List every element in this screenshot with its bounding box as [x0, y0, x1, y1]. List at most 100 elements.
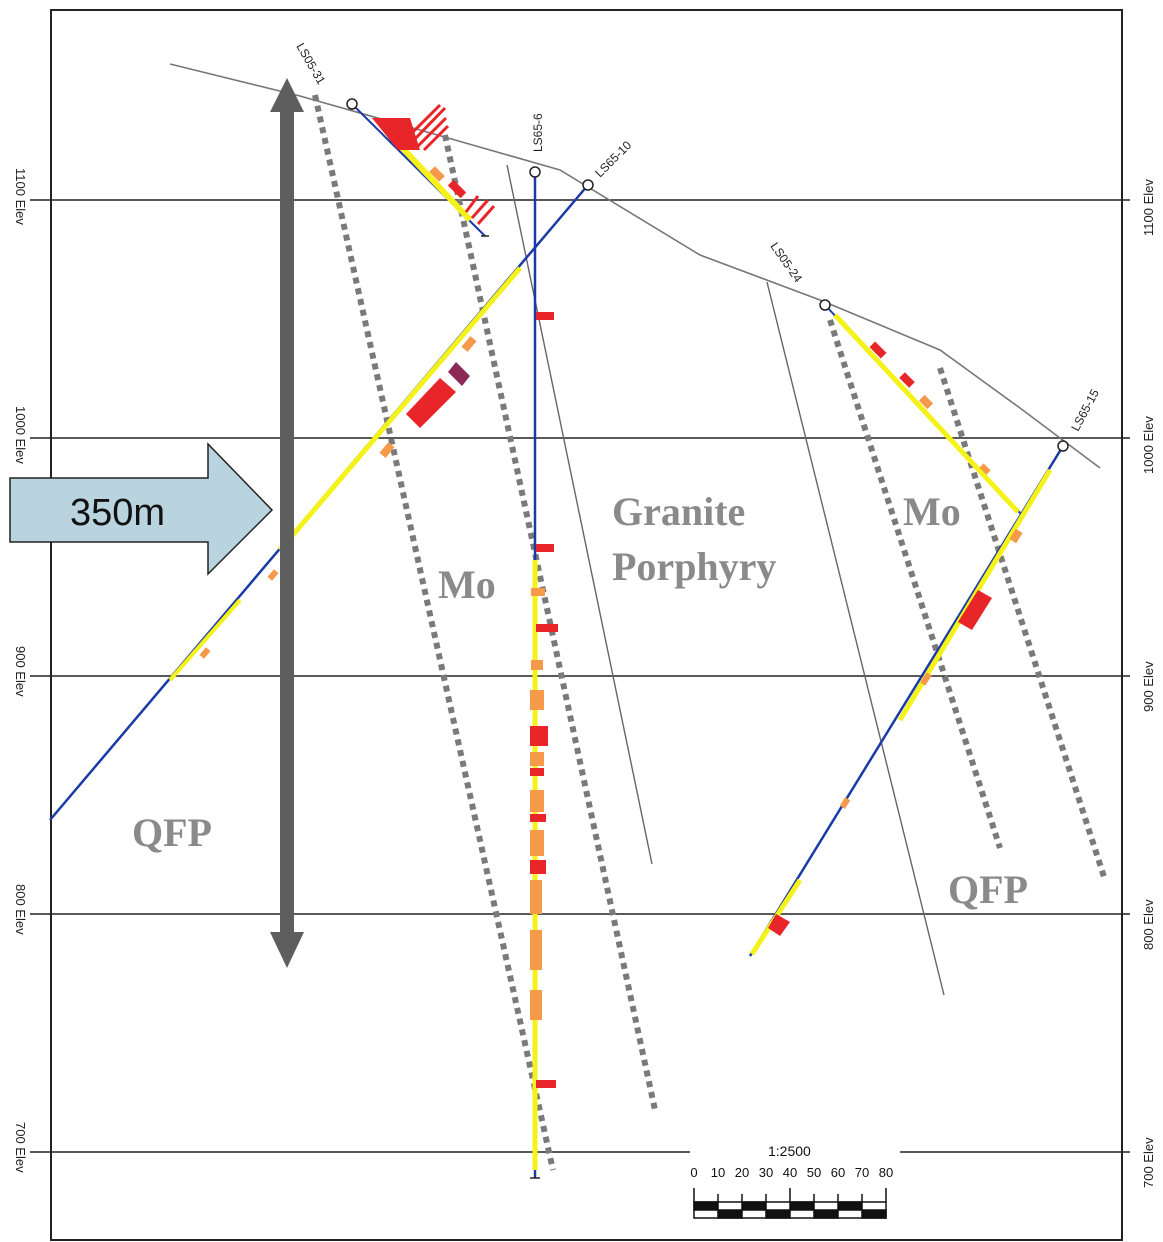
- scale-tick-80: 80: [879, 1165, 893, 1180]
- ls65-6-orange-9: [530, 990, 542, 1020]
- ls65-6-orange-2: [531, 660, 543, 670]
- scale-tick-labels: 0 10 20 30 40 50 60 70 80: [690, 1165, 893, 1180]
- scale-tick-10: 10: [711, 1165, 725, 1180]
- ls65-6-red-3: [536, 624, 558, 632]
- ls65-6-red-6: [530, 814, 546, 822]
- elev-label-right-800: 800 Elev: [1141, 899, 1156, 950]
- ls65-6-collar-icon: [529, 166, 541, 178]
- ls65-6-red-2: [536, 544, 554, 552]
- ls05-31-grade-red-block: [372, 118, 420, 150]
- ls65-10-orange-1: [379, 442, 395, 458]
- thickness-arrow-head-bottom: [270, 932, 304, 968]
- ls65-6-orange-3: [530, 690, 544, 710]
- granite-contact-west: [506, 164, 653, 865]
- mo-label-left: Mo: [438, 562, 496, 607]
- section-frame: [50, 9, 1123, 1241]
- elev-label-left-900: 900 Elev: [13, 646, 28, 697]
- mo-boundary-4: [937, 367, 1108, 881]
- ls65-6-red-1: [536, 312, 554, 320]
- ls65-10-orange-3: [267, 569, 279, 581]
- scale-tick-60: 60: [831, 1165, 845, 1180]
- qfp-label-left: QFP: [132, 810, 212, 855]
- ls65-6-orange-8: [530, 930, 542, 970]
- topography-line: [169, 63, 1101, 469]
- drillhole-ls65-10: LS65-10: [49, 138, 634, 821]
- ls65-6-red-8: [536, 1080, 556, 1088]
- ls65-6-orange-7: [530, 880, 542, 914]
- mo-boundary-2: [442, 134, 658, 1111]
- elev-label-left-1100: 1100 Elev: [13, 168, 28, 225]
- scale-ratio: 1:2500: [768, 1143, 811, 1159]
- ls05-24-orange-2: [979, 463, 991, 475]
- callout-arrow-shape: [9, 442, 274, 576]
- drillhole-ls65-6: LS65-6: [529, 113, 558, 1179]
- scale-tick-40: 40: [783, 1165, 797, 1180]
- ls65-15-orange-3: [839, 797, 851, 809]
- thickness-arrow-shaft: [280, 112, 294, 932]
- ls05-24-red-1: [869, 341, 887, 359]
- mo-boundary-1: [312, 94, 556, 1171]
- ls05-24-red-2: [899, 372, 915, 388]
- scale-tick-30: 30: [759, 1165, 773, 1180]
- elev-label-right-700: 700 Elev: [1141, 1137, 1156, 1188]
- contact-lines: [506, 164, 945, 996]
- ls65-15-collar-icon: [1057, 440, 1069, 452]
- left-elevation-labels: 1100 Elev 1000 Elev 900 Elev 800 Elev 70…: [13, 168, 28, 1173]
- ls65-6-orange-5: [530, 790, 544, 812]
- qfp-label-right: QFP: [948, 867, 1028, 912]
- ls65-6-orange-6: [530, 830, 544, 856]
- granite-contact-east: [766, 281, 945, 996]
- elev-label-right-900: 900 Elev: [1141, 661, 1156, 712]
- ls05-31-collar-icon: [346, 98, 358, 110]
- granite-porphyry-label-line1: Granite: [612, 489, 745, 534]
- elev-label-left-1000: 1000 Elev: [13, 406, 28, 464]
- granite-porphyry-label-line2: Porphyry: [612, 544, 776, 589]
- ls65-6-red-7: [530, 860, 546, 874]
- ls65-6-red-4: [530, 726, 548, 746]
- mo-zone-boundaries: [312, 94, 1108, 1171]
- ls65-10-orange-4: [199, 647, 211, 659]
- ls65-10-grade-yellow-2: [168, 598, 242, 682]
- ls65-6-orange-1: [531, 588, 545, 596]
- ls05-24-collar-icon: [819, 299, 831, 311]
- ls05-31-orange-1: [429, 166, 445, 182]
- ls65-15-orange-2: [920, 672, 932, 686]
- ls65-15-orange-1: [1009, 528, 1023, 544]
- scale-tick-70: 70: [855, 1165, 869, 1180]
- ls65-15-red-block: [958, 590, 992, 630]
- elev-label-left-800: 800 Elev: [13, 884, 28, 935]
- ls65-6-red-5: [530, 768, 544, 776]
- scale-bar-graphic: [693, 1188, 887, 1219]
- mo-boundary-3: [827, 319, 1003, 849]
- elevation-gridlines: [30, 199, 1130, 1153]
- ls65-10-grade-yellow-1: [278, 266, 522, 552]
- scale-tick-0: 0: [690, 1165, 697, 1180]
- scale-tick-50: 50: [807, 1165, 821, 1180]
- ls05-24-grade-yellow: [833, 313, 1020, 514]
- ls65-10-red-block: [406, 378, 456, 428]
- ls65-6-orange-4: [530, 752, 544, 766]
- scale-tick-20: 20: [735, 1165, 749, 1180]
- width-callout: 350m: [9, 442, 274, 576]
- elev-label-left-700: 700 Elev: [13, 1122, 28, 1173]
- elev-label-right-1000: 1000 Elev: [1141, 416, 1156, 474]
- ls65-6-label: LS65-6: [531, 113, 545, 152]
- ls05-24-orange-1: [918, 394, 934, 410]
- right-elevation-labels: 1100 Elev 1000 Elev 900 Elev 800 Elev 70…: [1141, 179, 1156, 1188]
- unit-labels: Granite Porphyry Mo Mo QFP QFP: [132, 489, 1028, 912]
- ls65-10-collar-icon: [582, 179, 594, 191]
- ls65-10-orange-2: [461, 336, 477, 352]
- vertical-thickness-arrow: [270, 78, 304, 968]
- elev-label-right-1100: 1100 Elev: [1141, 179, 1156, 236]
- callout-text: 350m: [70, 492, 165, 534]
- ls05-31-assay-ticks-bottom: [464, 195, 496, 225]
- scale-bar: 1:2500 0 10 20 30 40 50 60 70 80: [690, 1143, 893, 1219]
- ls05-31-grade-yellow: [392, 137, 473, 223]
- thickness-arrow-head-top: [270, 78, 304, 112]
- ls65-15-red-bottom: [768, 914, 790, 936]
- mo-label-right: Mo: [903, 489, 961, 534]
- ls65-10-purple-block: [448, 362, 470, 386]
- ls05-31-red-2: [447, 179, 467, 199]
- ls05-31-assay-ticks-top: [403, 103, 450, 152]
